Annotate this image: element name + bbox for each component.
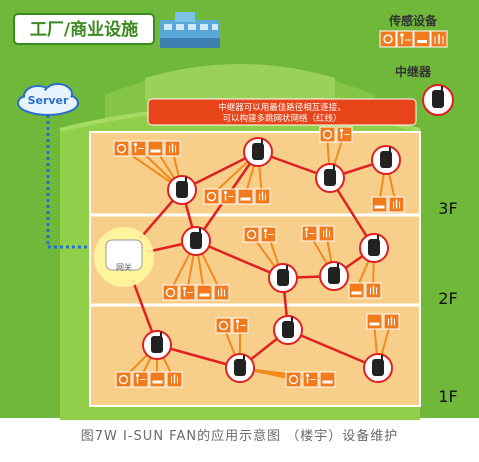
title-text: 工厂/商业设施 (30, 19, 138, 40)
relay-node (319, 261, 349, 291)
gear-icon (113, 140, 130, 157)
motion-icon (130, 140, 147, 157)
relay-node (315, 163, 345, 193)
relay-node (363, 353, 393, 383)
motion-icon (179, 284, 196, 301)
heat-icon (365, 282, 382, 299)
sensor-tiles (113, 126, 405, 388)
heat-icon (318, 225, 335, 242)
bed-icon (413, 30, 431, 48)
mesh-link-line (287, 328, 379, 370)
gear-icon (215, 317, 232, 334)
info-banner: 中继器可以用最佳路径相互连接， 可以构建多跳网状网络（红线） (147, 98, 417, 126)
heat-icon (383, 313, 400, 330)
heat-icon (213, 284, 230, 301)
gear-icon (379, 30, 397, 48)
relay-node (142, 330, 172, 360)
motion-icon (260, 226, 277, 243)
relay-node (167, 175, 197, 205)
bed-icon (196, 284, 213, 301)
server-link (46, 115, 108, 249)
motion-icon (132, 371, 149, 388)
relay-nodes (142, 137, 401, 383)
banner-line-1: 中继器可以用最佳路径相互连接， (218, 102, 346, 113)
server-cloud: Server (17, 83, 79, 116)
heat-icon (254, 188, 271, 205)
motion-icon (220, 188, 237, 205)
gear-icon (285, 371, 302, 388)
relay-node (243, 137, 273, 167)
title-banner: 工厂/商业设施 (13, 12, 220, 48)
heat-icon (164, 140, 181, 157)
relay-node (371, 145, 401, 175)
bed-icon (348, 282, 365, 299)
banner-line-2: 可以构建多跳网状网络（红线） (222, 113, 341, 124)
motion-icon (336, 126, 353, 143)
motion-icon (301, 225, 318, 242)
relay-node (359, 233, 389, 263)
floor-label-3f: 3F (438, 199, 457, 218)
legend-sensor-title: 传感设备 (388, 13, 438, 28)
relay-node (273, 315, 303, 345)
heat-icon (166, 371, 183, 388)
gear-icon (243, 226, 260, 243)
legend: 传感设备 中继器 (379, 13, 454, 116)
gear-icon (162, 284, 179, 301)
relay-node (268, 263, 298, 293)
building-illustration (160, 12, 220, 48)
floor-label-1f: 1F (438, 387, 457, 406)
bed-icon (149, 371, 166, 388)
relay-node (181, 226, 211, 256)
gateway-label: 网关 (116, 262, 132, 272)
bed-icon (371, 196, 388, 213)
motion-icon (396, 30, 414, 48)
legend-sensor-icons (379, 30, 448, 48)
figure-caption: 图7W I-SUN FAN的应用示意图 （楼宇）设备维护 (80, 429, 399, 444)
legend-relay-icon (422, 84, 454, 116)
mesh-link-line (195, 239, 284, 280)
legend-relay-title: 中继器 (395, 64, 432, 79)
relay-node (225, 353, 255, 383)
gear-icon (115, 371, 132, 388)
motion-icon (302, 371, 319, 388)
server-label: Server (28, 94, 69, 107)
bed-icon (237, 188, 254, 205)
heat-icon (388, 196, 405, 213)
motion-icon (232, 317, 249, 334)
floor-label-2f: 2F (438, 289, 457, 308)
bed-icon (319, 371, 336, 388)
bed-icon (147, 140, 164, 157)
gear-icon (319, 126, 336, 143)
gear-icon (203, 188, 220, 205)
bed-icon (366, 313, 383, 330)
gateway: 网关 (94, 227, 154, 287)
